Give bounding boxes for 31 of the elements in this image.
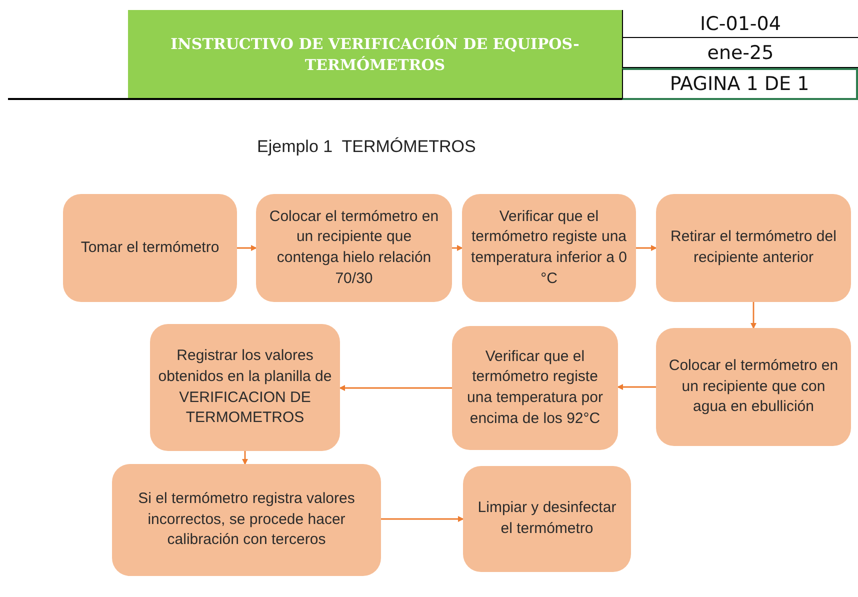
step-text: Verificar que el termómetro registe una temperatura inferior a 0 °C bbox=[470, 206, 628, 289]
arrow bbox=[381, 516, 464, 522]
step-text: Limpiar y desinfectar el termómetro bbox=[476, 498, 618, 539]
arrow bbox=[339, 385, 452, 391]
process-box bbox=[256, 194, 452, 302]
process-box bbox=[452, 326, 618, 450]
document-code: IC-01-04 bbox=[622, 10, 858, 38]
step-text: Colocar el termómetro en un recipiente que con agua en ebullición bbox=[668, 356, 840, 418]
process-box bbox=[150, 324, 340, 451]
process-box bbox=[656, 328, 851, 446]
step-text: Tomar el termómetro bbox=[80, 238, 220, 258]
process-box bbox=[463, 466, 631, 572]
arrow bbox=[242, 451, 248, 465]
step-text: Colocar el termómetro en un recipiente que contenga hielo relación 70/30 bbox=[268, 206, 440, 289]
step-text: Verificar que el termómetro registe una temperatura por encima de los 92°C bbox=[466, 346, 604, 429]
page-number: PAGINA 1 DE 1 bbox=[622, 68, 858, 100]
step-text: Retirar el termómetro del recipiente anterior bbox=[670, 227, 838, 268]
process-box bbox=[656, 194, 851, 302]
step-text: Si el termómetro registra valores incorrectos, se procede hacer calibración con terceros bbox=[137, 488, 356, 550]
header-title: INSTRUCTIVO DE VERIFICACIÓN DE EQUIPOS- TERMÓMETROS bbox=[128, 10, 622, 99]
arrow bbox=[636, 245, 657, 251]
process-box bbox=[112, 464, 381, 576]
example-heading: Ejemplo 1 TERMÓMETROS bbox=[257, 137, 476, 157]
arrow bbox=[237, 245, 257, 251]
arrow bbox=[617, 384, 656, 390]
process-box bbox=[63, 194, 237, 302]
process-box bbox=[462, 194, 636, 302]
step-text: Registrar los valores obtenidos en la planilla de VERIFICACION DE TERMOMETROS bbox=[158, 346, 332, 428]
arrow bbox=[452, 245, 463, 251]
arrow bbox=[750, 302, 756, 329]
document-date: ene-25 bbox=[622, 38, 858, 68]
